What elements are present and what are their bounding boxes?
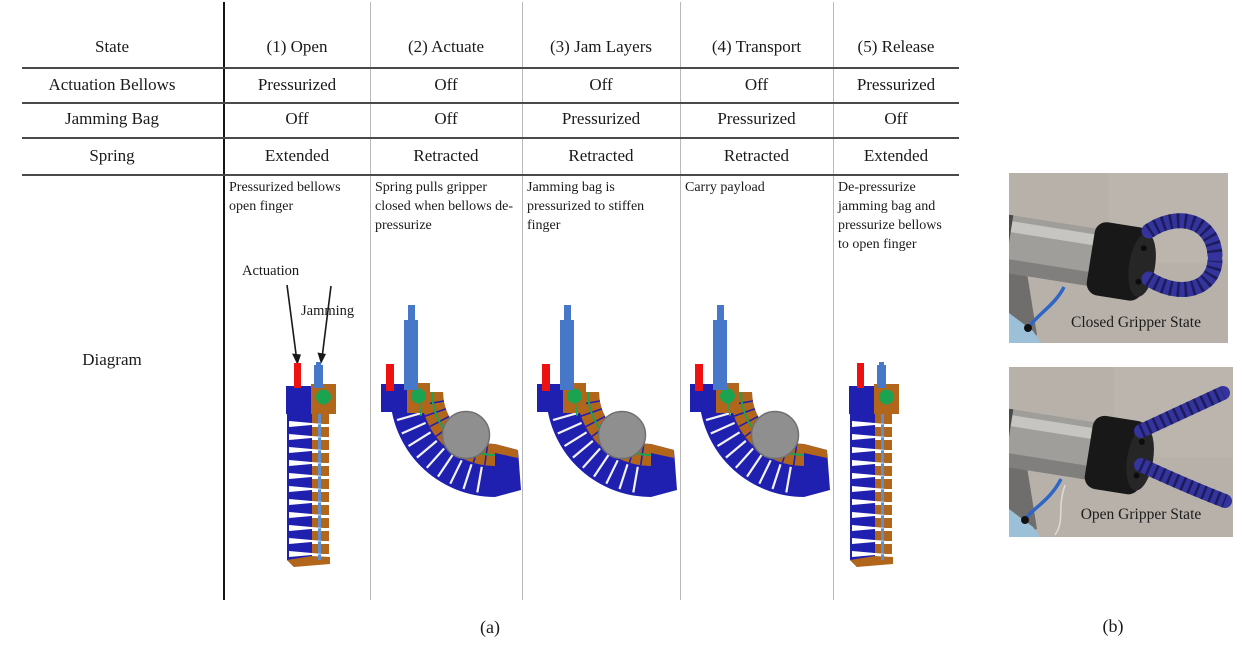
open-gripper-caption: Open Gripper State — [1081, 506, 1202, 523]
cell-bellows-col1: Pressurized — [257, 75, 337, 94]
cell-bag-col4: Pressurized — [717, 109, 796, 128]
table-divider-col2 — [522, 2, 523, 600]
cell-spring-col1: Extended — [264, 146, 330, 165]
pneumatic-tube — [1027, 286, 1066, 329]
cell-bellows-col4: Off — [744, 75, 769, 94]
open-gripper-photo: Open Gripper State — [1009, 367, 1233, 537]
cell-bellows-col3: Off — [589, 75, 613, 94]
table-rule-4 — [22, 174, 959, 176]
col4-header: (4) Transport — [711, 37, 802, 56]
state2-diagram-curved-finger — [379, 304, 523, 499]
closed-gripper-caption: Closed Gripper State — [1071, 314, 1201, 331]
row-label-diagram: Diagram — [82, 350, 142, 369]
corner-label: State — [95, 37, 129, 56]
table-divider-col4 — [833, 2, 834, 600]
table-rule-2 — [22, 102, 959, 104]
cell-spring-col2: Retracted — [413, 146, 479, 165]
subfigure-b-caption: (b) — [1102, 616, 1124, 636]
state5-description: De-pressurize jamming bag and pressurize… — [838, 180, 942, 252]
cell-bag-col3: Pressurized — [561, 109, 641, 128]
cell-bag-col2: Off — [434, 109, 458, 128]
callout-arrows — [286, 284, 332, 365]
closed-fingers — [1141, 213, 1223, 297]
cell-spring-col5: Extended — [863, 146, 929, 165]
subfigure-a-caption: (a) — [480, 617, 500, 637]
table-divider-main — [223, 2, 225, 600]
table-rule-1 — [22, 67, 959, 69]
actuation-callout-label: Actuation — [242, 263, 300, 279]
state3-description: Jamming bag is pressurized to stiffen fi… — [527, 180, 645, 233]
state2-description: Spring pulls gripper closed when bellows… — [375, 180, 514, 233]
table-divider-col3 — [680, 2, 681, 600]
actuation-arrowhead-icon — [292, 353, 301, 365]
state5-diagram-straight-finger — [849, 362, 899, 567]
cell-bag-col5: Off — [884, 109, 908, 128]
col2-header: (2) Actuate — [408, 37, 484, 56]
table-rule-3 — [22, 137, 959, 139]
cell-spring-col3: Retracted — [568, 146, 634, 165]
closed-gripper-photo: Closed Gripper State — [1009, 173, 1228, 343]
col5-header: (5) Release — [857, 37, 935, 56]
pneumatic-tube — [1023, 478, 1063, 521]
state1-diagram-straight-finger — [286, 362, 336, 567]
robot-arm — [1009, 407, 1154, 495]
cell-spring-col4: Retracted — [723, 146, 790, 165]
cell-bag-col1: Off — [285, 109, 309, 128]
jamming-arrowhead-icon — [317, 352, 326, 364]
state4-description: Carry payload — [685, 180, 765, 195]
open-fingers — [1134, 386, 1232, 508]
state1-description: Pressurized bellows open finger — [229, 180, 341, 214]
cell-bellows-col2: Off — [434, 75, 458, 94]
table-divider-col1 — [370, 2, 371, 600]
robot-arm — [1009, 213, 1156, 301]
row-label-actuation-bellows: Actuation Bellows — [48, 75, 176, 94]
col1-header: (1) Open — [266, 37, 328, 56]
row-label-jamming-bag: Jamming Bag — [65, 109, 159, 128]
state4-diagram-curved-finger — [688, 304, 832, 499]
cell-bellows-col5: Pressurized — [856, 75, 936, 94]
state3-diagram-curved-finger — [535, 304, 679, 499]
col3-header: (3) Jam Layers — [550, 37, 652, 56]
row-label-spring: Spring — [89, 146, 135, 165]
